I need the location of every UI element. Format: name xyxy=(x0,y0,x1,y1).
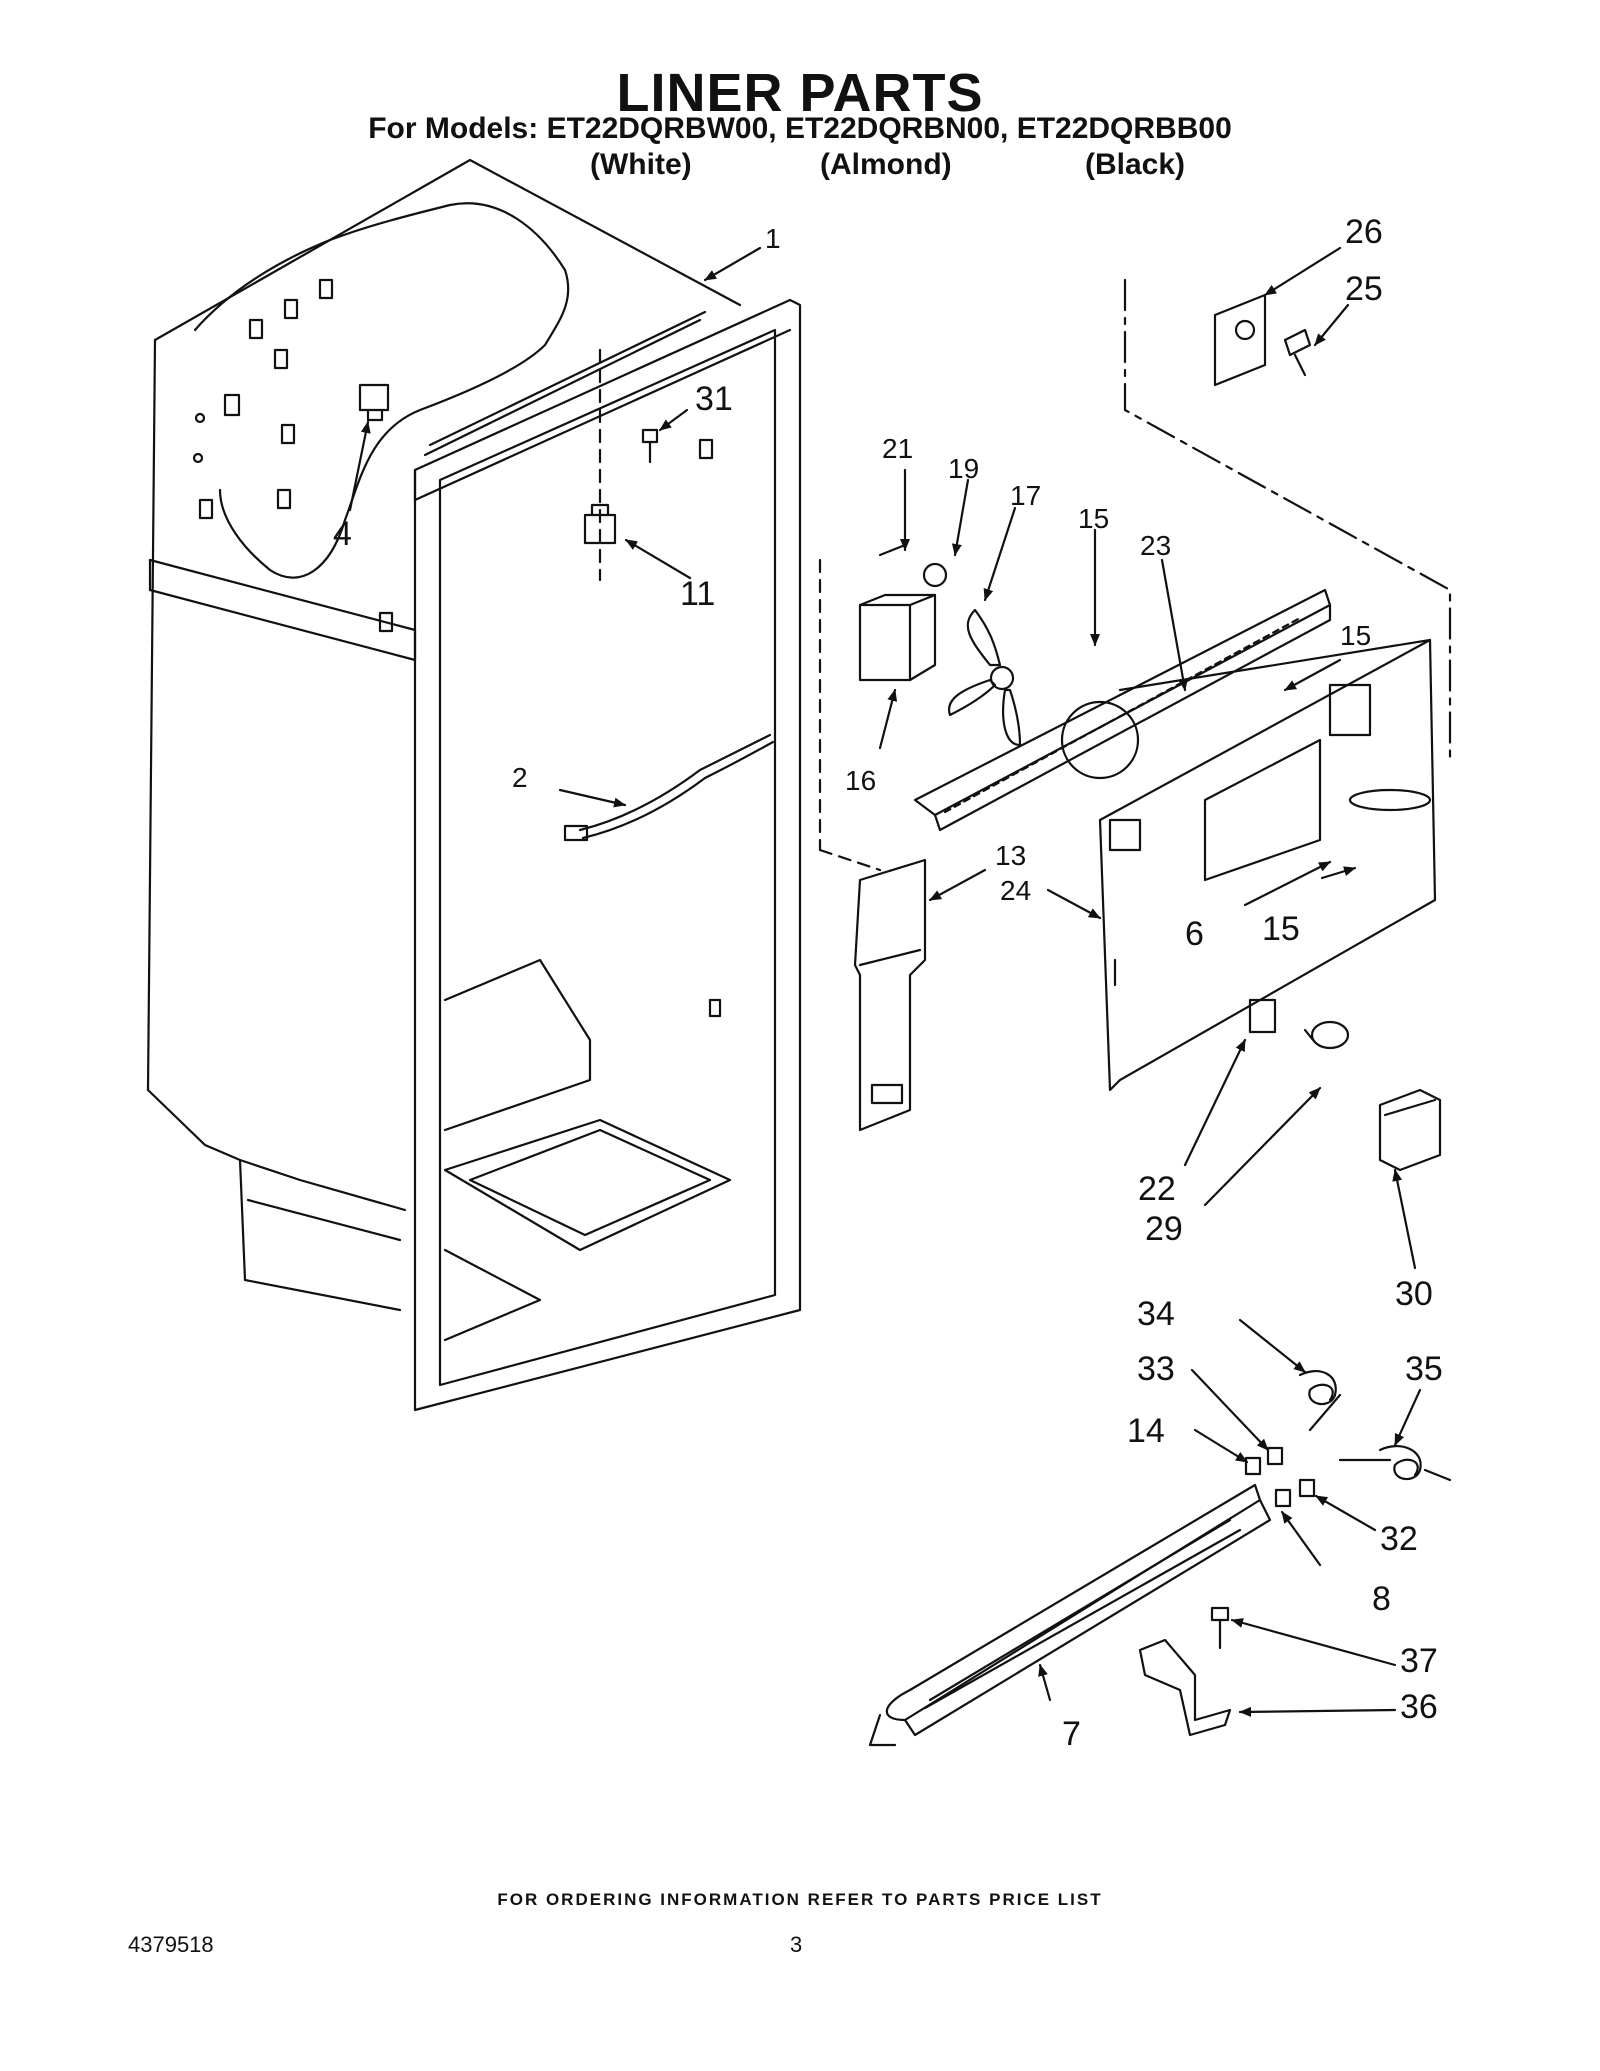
callout-15b: 15 xyxy=(1340,620,1371,651)
callout-29: 29 xyxy=(1145,1210,1183,1248)
light-shield-part-30 xyxy=(1378,1088,1442,1172)
callout-15c: 15 xyxy=(1262,910,1300,948)
light-bulb-part-29 xyxy=(1303,1020,1350,1050)
color-white-label: (White) xyxy=(590,148,692,181)
fitting-part-33 xyxy=(1266,1446,1284,1466)
fitting-part-14 xyxy=(1244,1456,1262,1476)
callout-11: 11 xyxy=(680,575,715,613)
bracket-part-36 xyxy=(1138,1638,1232,1737)
callout-34: 34 xyxy=(1137,1295,1175,1333)
spring-part-35 xyxy=(1338,1445,1452,1482)
grille-part-23 xyxy=(913,588,1332,832)
ordering-note: FOR ORDERING INFORMATION REFER TO PARTS … xyxy=(497,1890,1103,1909)
callout-23: 23 xyxy=(1140,530,1171,561)
callout-labels: 1 2 4 6 7 8 11 13 14 15 15 15 16 17 19 2… xyxy=(333,213,1443,1753)
callout-37: 37 xyxy=(1400,1642,1438,1680)
callout-2: 2 xyxy=(512,762,528,793)
color-almond-label: (Almond) xyxy=(820,148,952,181)
callout-15a: 15 xyxy=(1078,503,1109,534)
callout-31: 31 xyxy=(695,380,733,418)
spring-part-34 xyxy=(1298,1370,1342,1432)
callout-32: 32 xyxy=(1380,1520,1418,1558)
fitting-part-8 xyxy=(1274,1488,1292,1508)
callout-30: 30 xyxy=(1395,1275,1433,1313)
callout-24: 24 xyxy=(1000,875,1031,906)
callout-35: 35 xyxy=(1405,1350,1443,1388)
connector-part-11 xyxy=(583,503,617,545)
callout-16: 16 xyxy=(845,765,876,796)
callout-36: 36 xyxy=(1400,1688,1438,1726)
sensor-part-31 xyxy=(641,428,659,464)
light-socket-part-22 xyxy=(1248,998,1277,1034)
callout-25: 25 xyxy=(1345,270,1383,308)
callout-13: 13 xyxy=(995,840,1026,871)
callout-33: 33 xyxy=(1137,1350,1175,1388)
wire-harness-part-2 xyxy=(563,733,775,842)
document-number: 4379518 xyxy=(128,1932,214,1957)
clip-part-4 xyxy=(358,383,390,422)
screw-part-25 xyxy=(1283,328,1312,377)
baffle-part-13 xyxy=(853,858,927,1132)
screw-part-37 xyxy=(1210,1606,1230,1650)
callout-6: 6 xyxy=(1185,915,1204,953)
callout-26: 26 xyxy=(1345,213,1383,251)
callout-4: 4 xyxy=(333,515,352,553)
callout-22: 22 xyxy=(1138,1170,1176,1208)
callout-leaders xyxy=(348,246,1422,1717)
page-title: LINER PARTS xyxy=(616,63,984,123)
rear-panel-part-24 xyxy=(1098,638,1437,1092)
callout-19: 19 xyxy=(948,453,979,484)
page-number: 3 xyxy=(790,1932,803,1957)
callout-21: 21 xyxy=(882,433,913,464)
color-black-label: (Black) xyxy=(1085,148,1186,181)
callout-1: 1 xyxy=(765,223,781,254)
cover-part-26 xyxy=(1213,293,1267,387)
callout-17: 17 xyxy=(1010,480,1041,511)
callout-14: 14 xyxy=(1127,1412,1165,1450)
callout-8: 8 xyxy=(1372,1580,1391,1618)
refrigerator-liner xyxy=(146,158,882,1412)
defrost-heater-part-7 xyxy=(868,1483,1272,1747)
callout-7: 7 xyxy=(1062,1715,1081,1753)
fitting-part-32 xyxy=(1298,1478,1316,1498)
models-line: For Models: ET22DQRBW00, ET22DQRBN00, ET… xyxy=(368,112,1232,145)
fan-motor-assembly xyxy=(858,543,1022,747)
